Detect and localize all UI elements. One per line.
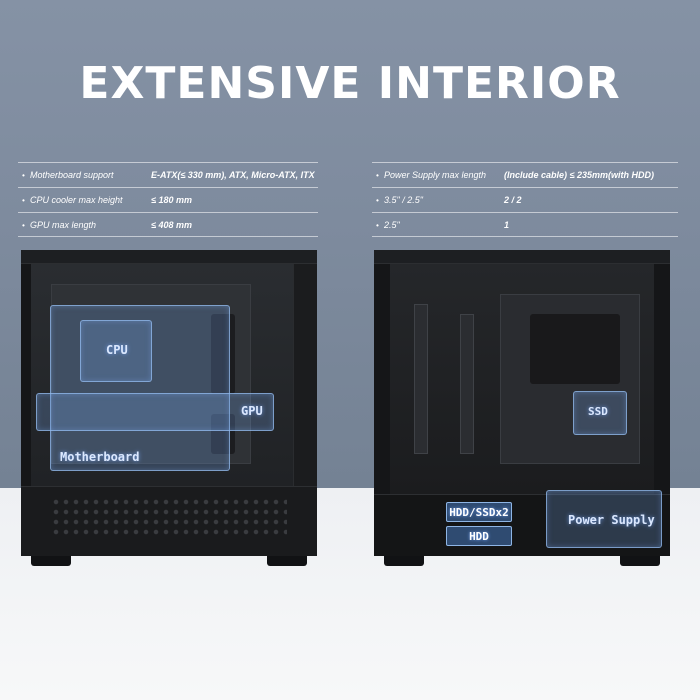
spec-row: • Power Supply max length (Include cable… <box>372 162 678 187</box>
spec-row: • 2.5" 1 <box>372 212 678 237</box>
spec-row: • CPU cooler max height ≤ 180 mm <box>18 187 318 212</box>
bullet: • <box>376 221 379 230</box>
mesh-grille <box>51 497 287 537</box>
gpu-highlight <box>36 393 274 431</box>
spec-label: 2.5" <box>384 220 400 230</box>
case-side-view-left <box>21 250 317 566</box>
ssd-label: SSD <box>588 405 608 418</box>
bullet: • <box>376 171 379 180</box>
spec-value: 2 / 2 <box>504 195 522 205</box>
power-supply-label: Power Supply <box>568 513 655 527</box>
gpu-label: GPU <box>241 404 263 418</box>
fan-rail <box>414 304 428 454</box>
case-foot <box>31 556 71 566</box>
spec-value: 1 <box>504 220 510 230</box>
spec-value: ≤ 180 mm <box>151 195 192 205</box>
case-top-panel <box>21 250 317 264</box>
power-supply-highlight <box>546 490 662 548</box>
case-side-view-right <box>374 250 670 566</box>
spec-row: • 3.5" / 2.5" 2 / 2 <box>372 187 678 212</box>
spec-value: E-ATX(≤ 330 mm), ATX, Micro-ATX, ITX <box>151 170 315 180</box>
fan-rail <box>460 314 474 454</box>
bullet: • <box>22 221 25 230</box>
psu-shroud <box>21 486 317 556</box>
spec-table-left: • Motherboard support E-ATX(≤ 330 mm), A… <box>18 162 318 237</box>
cpu-label: CPU <box>106 343 128 357</box>
motherboard-label: Motherboard <box>60 450 140 464</box>
spec-label: Motherboard support <box>30 170 114 180</box>
hdd-ssd-tag: HDD/SSDx2 <box>446 502 512 522</box>
case-front-panel <box>293 264 317 490</box>
spec-table-right: • Power Supply max length (Include cable… <box>372 162 678 237</box>
tray-cutout <box>530 314 620 384</box>
cpu-highlight <box>80 320 152 382</box>
bullet: • <box>376 196 379 205</box>
spec-label: 3.5" / 2.5" <box>384 195 423 205</box>
case-foot <box>267 556 307 566</box>
bullet: • <box>22 196 25 205</box>
spec-label: CPU cooler max height <box>30 195 123 205</box>
spec-row: • GPU max length ≤ 408 mm <box>18 212 318 237</box>
page-title: EXTENSIVE INTERIOR <box>79 58 621 109</box>
spec-label: GPU max length <box>30 220 97 230</box>
bullet: • <box>22 171 25 180</box>
case-top-panel <box>374 250 670 264</box>
ssd-highlight <box>573 391 627 435</box>
case-foot <box>620 556 660 566</box>
tray-cutout <box>211 414 235 454</box>
spec-row: • Motherboard support E-ATX(≤ 330 mm), A… <box>18 162 318 187</box>
tray-cutout <box>211 314 235 394</box>
case-interior <box>31 264 307 486</box>
spec-label: Power Supply max length <box>384 170 487 180</box>
case-foot <box>384 556 424 566</box>
hdd-tag: HDD <box>446 526 512 546</box>
case-interior <box>390 264 654 494</box>
psu-shroud <box>374 494 670 556</box>
spec-value: (Include cable) ≤ 235mm(with HDD) <box>504 170 654 180</box>
spec-value: ≤ 408 mm <box>151 220 192 230</box>
